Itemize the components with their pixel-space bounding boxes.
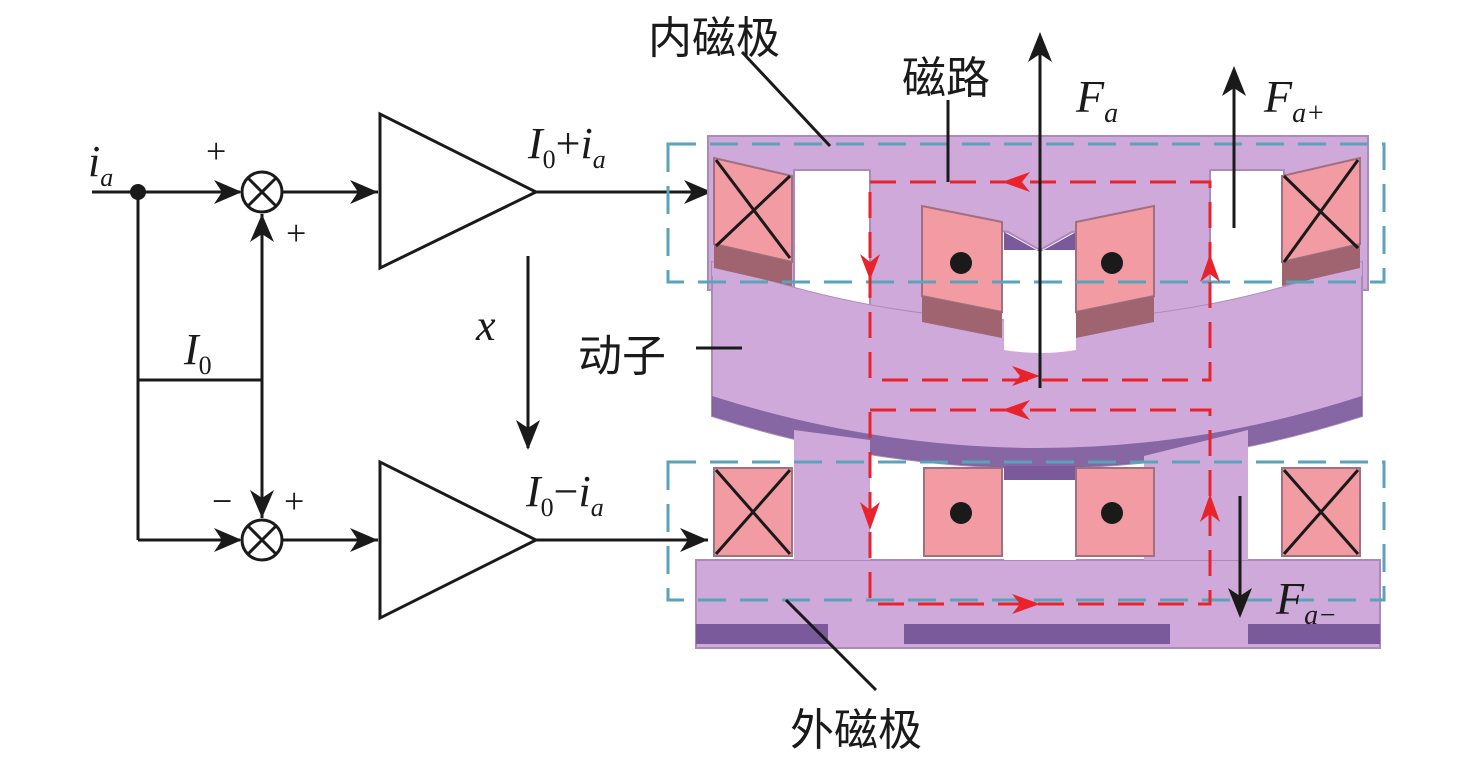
displacement-label: x	[476, 301, 496, 350]
force-subscript: a	[1104, 98, 1119, 130]
input-current-label: ia	[88, 136, 113, 193]
base-plate-center	[904, 624, 1170, 644]
sum-top-sign-2: +	[286, 213, 307, 253]
coil-upper-left-cross	[713, 156, 793, 286]
force-subscript: a+	[1292, 98, 1326, 130]
flux-arrow	[1002, 400, 1030, 420]
flux-arrow	[1002, 172, 1030, 192]
amp-bottom-output-label: I0−ia	[526, 466, 604, 523]
flux-arrow	[1012, 594, 1040, 614]
coil-upper-inner-left-dot	[921, 204, 1003, 338]
arrow-head	[1222, 66, 1246, 96]
force-minus-label: Fa−	[1276, 572, 1337, 632]
arrow-head	[684, 180, 712, 204]
outer-pole-left-leg	[794, 430, 870, 560]
flux-arrow	[860, 254, 880, 280]
output-variable: i	[580, 119, 593, 168]
control-block-diagram	[92, 111, 712, 621]
arrow-head	[350, 528, 378, 552]
arrow-head	[214, 180, 242, 204]
coil-upper-right-cross	[1281, 156, 1361, 286]
upper-actuator-boundary	[666, 142, 1386, 284]
bearing-structure	[666, 32, 1386, 692]
outer-pole-leader	[784, 598, 878, 692]
output-symbol: I	[528, 119, 543, 168]
output-subscript: 0	[542, 144, 556, 174]
force-subscript: a−	[1304, 600, 1338, 632]
coil-lower-inner-right-dot	[1075, 467, 1155, 557]
inner-pole-leader	[740, 50, 832, 148]
inner-pole-label: 内磁极	[648, 13, 780, 64]
bias-current-subscript: 0	[198, 350, 212, 380]
output-variable: i	[578, 467, 591, 516]
coil-lower-inner-left-dot	[923, 467, 1003, 557]
rotor-label: 动子	[578, 331, 666, 382]
flux-arrow	[1012, 366, 1040, 386]
output-variable-subscript: a	[590, 492, 604, 522]
flux-path-lower	[860, 400, 1220, 614]
arrow-head	[1028, 32, 1052, 62]
arrow-head	[680, 528, 708, 552]
force-symbol: F	[1076, 71, 1105, 122]
arrow-head	[516, 420, 540, 450]
sum-bottom-sign-2: +	[284, 481, 305, 521]
outer-center-gap	[1004, 466, 1076, 560]
coil-upper-inner-right-dot	[1075, 204, 1155, 338]
input-current-subscript: a	[100, 162, 114, 192]
output-operator: −	[553, 467, 579, 516]
arrow-head	[250, 490, 274, 518]
flux-arrow	[1200, 254, 1220, 282]
output-symbol: I	[526, 467, 541, 516]
summing-junction-bottom	[240, 518, 284, 562]
sum-top-sign-1: +	[206, 131, 227, 171]
base-plate-right	[1248, 624, 1380, 644]
force-plus-label: Fa+	[1264, 70, 1325, 130]
center-pole-tip	[1004, 232, 1076, 252]
amplifier-bottom	[378, 459, 540, 621]
summing-junction-top	[240, 170, 284, 214]
force-symbol: F	[1264, 71, 1293, 122]
sum-bottom-sign-1: −	[212, 481, 233, 521]
flux-arrow	[1200, 494, 1220, 522]
rotor-top-face	[712, 262, 1362, 334]
base-plate-left	[696, 624, 828, 644]
arrow-head	[214, 528, 242, 552]
force-total-label: Fa	[1076, 70, 1118, 130]
bias-current-label: I0	[184, 324, 212, 381]
output-variable-subscript: a	[592, 144, 606, 174]
lower-actuator-boundary	[666, 460, 1386, 602]
output-subscript: 0	[540, 492, 554, 522]
flux-path-label: 磁路	[902, 53, 990, 104]
outer-center-pole-tip	[1004, 466, 1076, 480]
coil-lower-left-cross	[713, 467, 793, 557]
bias-current-symbol: I	[184, 325, 199, 374]
force-symbol: F	[1276, 573, 1305, 624]
output-operator: +	[555, 119, 581, 168]
amp-top-output-label: I0+ia	[528, 118, 606, 175]
arrow-head	[250, 214, 274, 242]
amplifier-top	[378, 111, 540, 271]
arrow-head	[350, 180, 378, 204]
coil-lower-right-cross	[1281, 467, 1361, 557]
arrow-head	[1228, 588, 1252, 618]
outer-pole-label: 外磁极	[790, 705, 922, 756]
flux-arrow	[860, 502, 880, 530]
input-current-symbol: i	[88, 137, 101, 186]
